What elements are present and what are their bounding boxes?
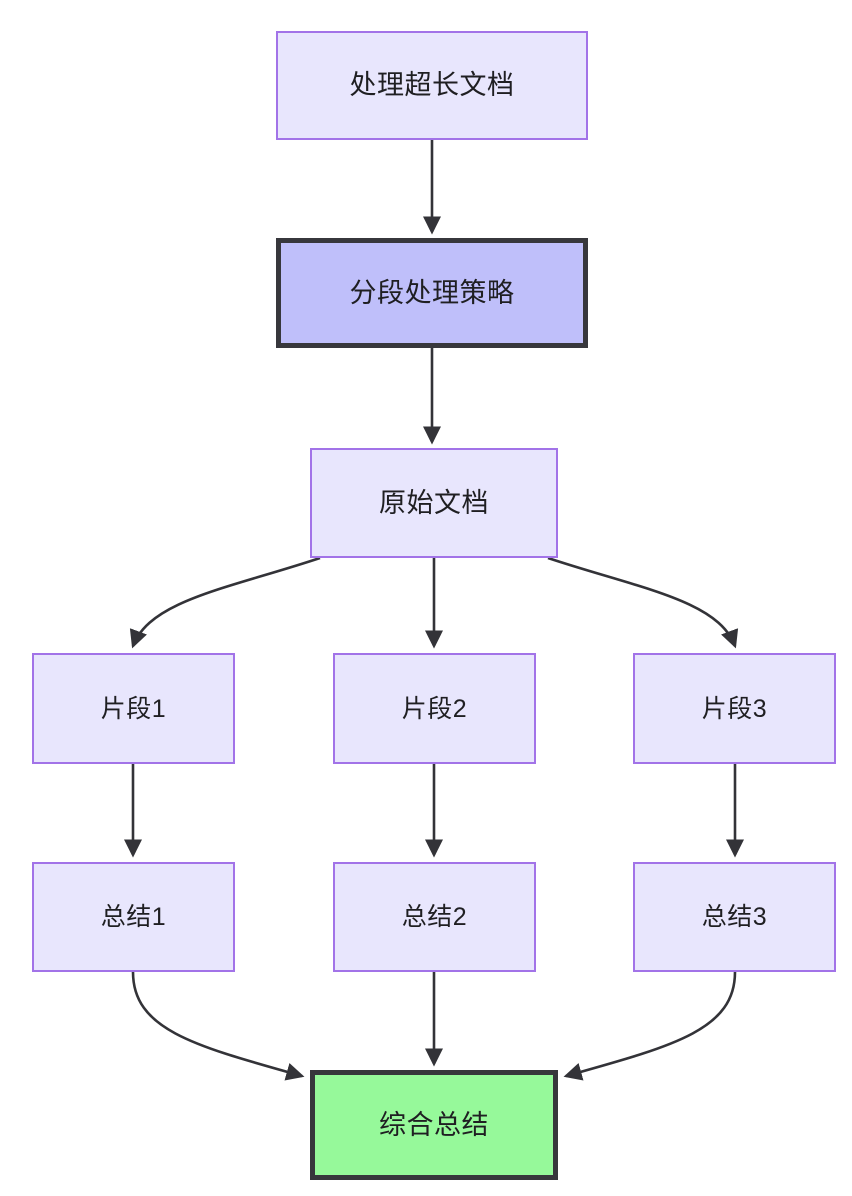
node-fragment-2[interactable]: 片段2 <box>333 653 536 764</box>
node-label: 片段2 <box>401 694 468 723</box>
node-label: 总结3 <box>701 903 768 931</box>
node-summary-3[interactable]: 总结3 <box>633 862 836 972</box>
node-chunking-strategy[interactable]: 分段处理策略 <box>276 238 588 348</box>
node-process-long-document[interactable]: 处理超长文档 <box>276 31 588 140</box>
edge-n3-n6 <box>547 556 739 649</box>
node-label: 综合总结 <box>379 1109 489 1140</box>
node-fragment-1[interactable]: 片段1 <box>32 653 235 764</box>
edge-n3-n4 <box>129 556 321 649</box>
node-fragment-3[interactable]: 片段3 <box>633 653 836 764</box>
node-combined-summary[interactable]: 综合总结 <box>310 1070 558 1180</box>
node-label: 处理超长文档 <box>349 70 515 101</box>
node-label: 原始文档 <box>379 487 489 518</box>
node-summary-1[interactable]: 总结1 <box>32 862 235 972</box>
node-label: 片段3 <box>701 694 768 723</box>
node-summary-2[interactable]: 总结2 <box>333 862 536 972</box>
node-label: 片段1 <box>100 694 167 723</box>
node-original-document[interactable]: 原始文档 <box>310 448 558 558</box>
node-label: 总结2 <box>401 903 468 931</box>
edge-n7-n10 <box>131 971 305 1081</box>
node-label: 总结1 <box>100 903 167 931</box>
edge-n9-n10 <box>563 971 737 1081</box>
node-label: 分段处理策略 <box>349 277 515 308</box>
